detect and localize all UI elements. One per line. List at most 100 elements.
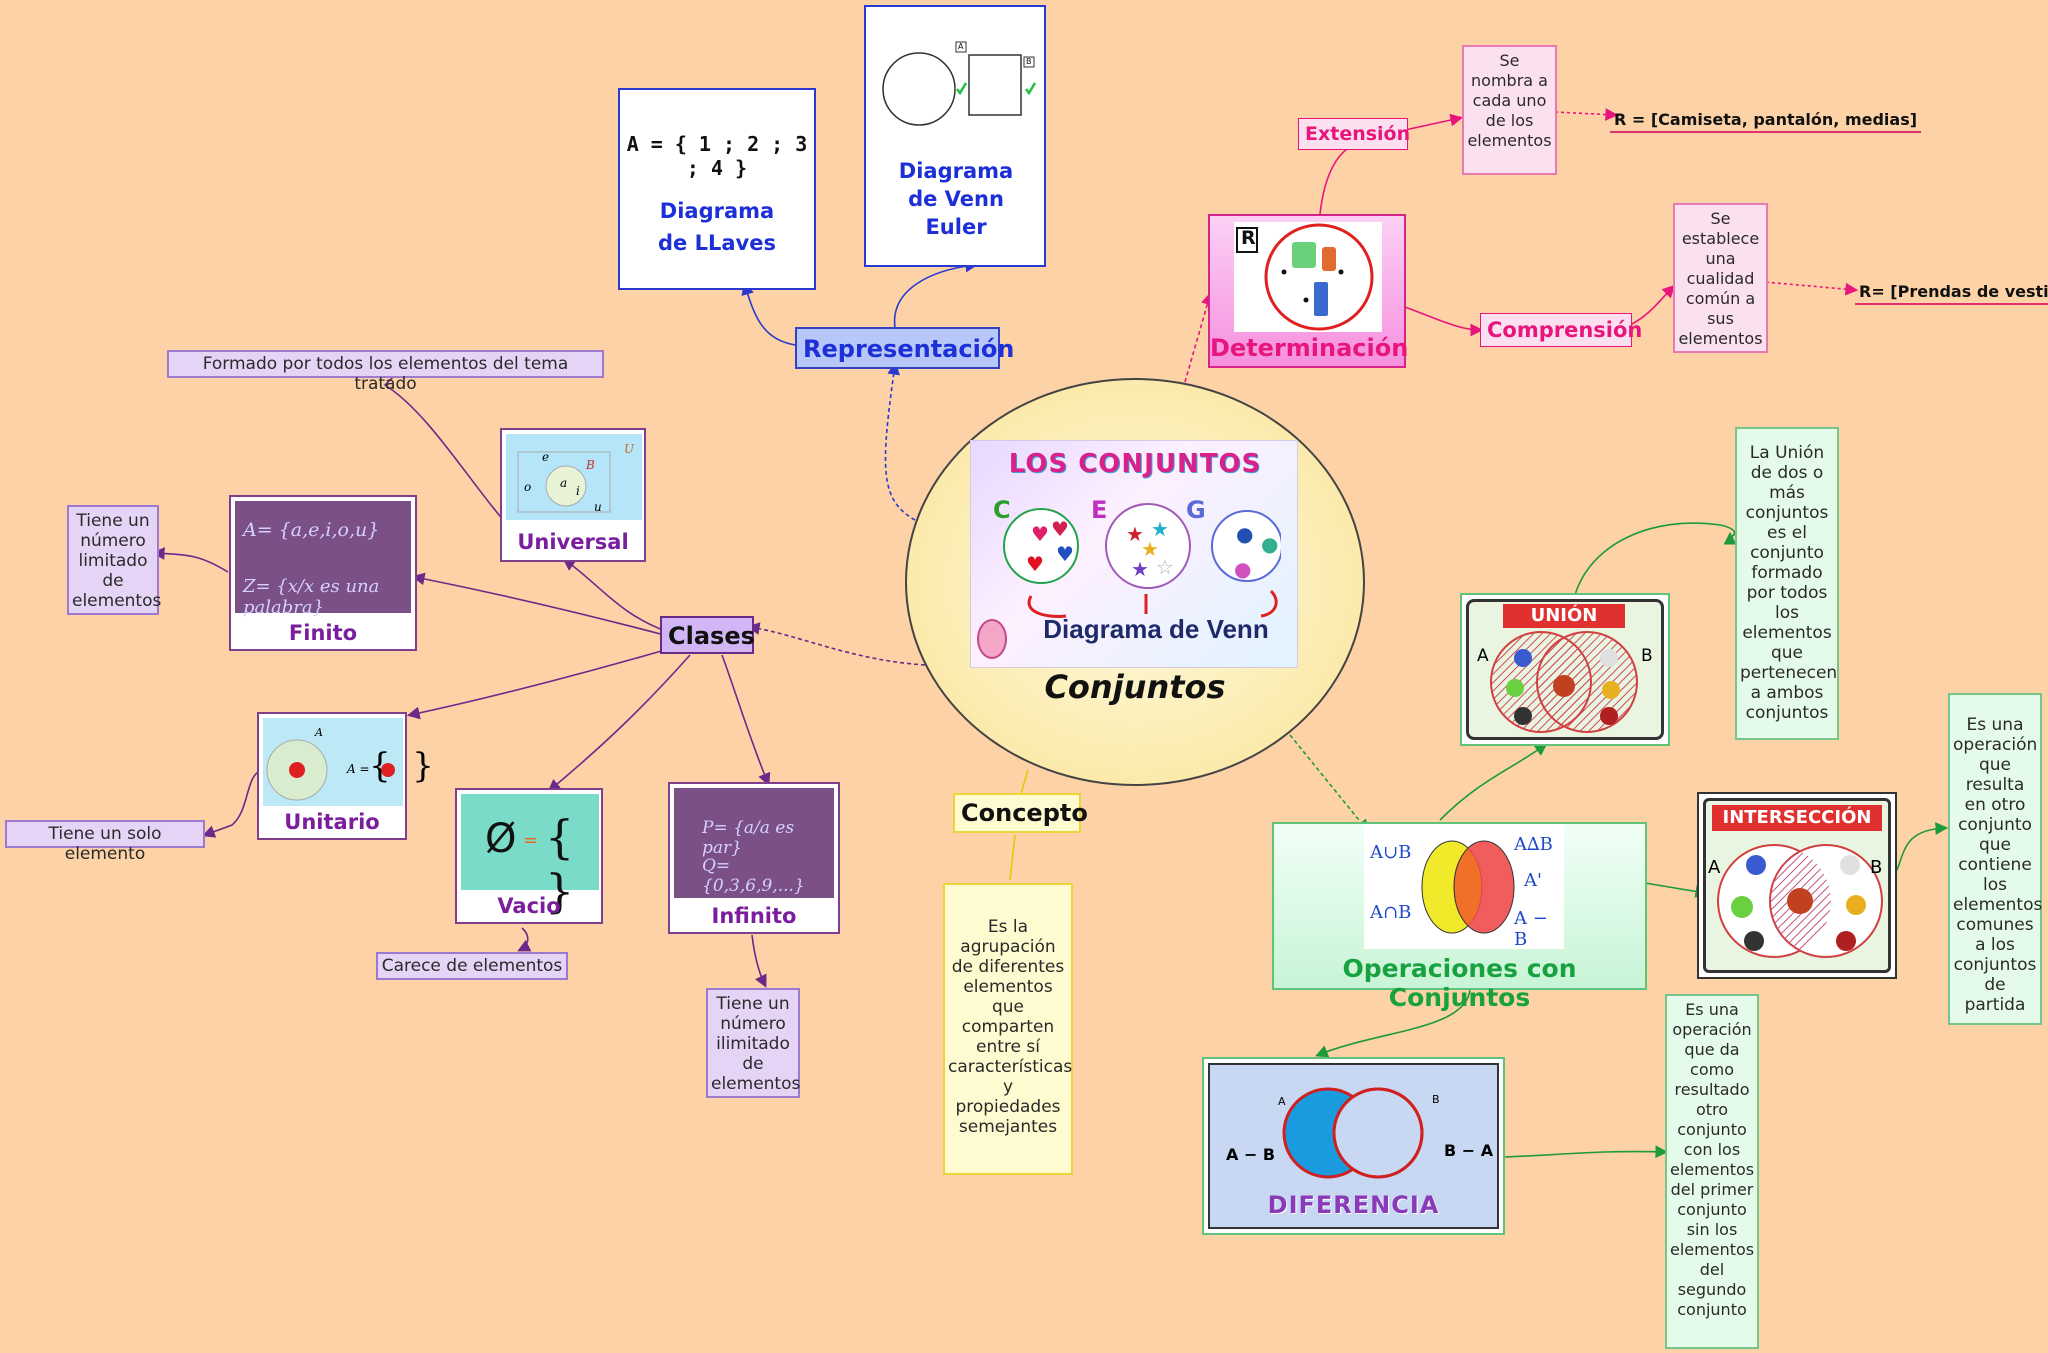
- finito-math: A= {a,e,i,o,u} Z= {x/x es una palabra}: [235, 501, 411, 618]
- determinacion-card[interactable]: R Determinación: [1208, 214, 1409, 368]
- interseccion-venn: [1717, 844, 1883, 958]
- universal-letter-e: e: [542, 450, 550, 464]
- universal-letter-i: i: [576, 484, 580, 498]
- diferencia-card[interactable]: A B A − B B − A DIFERENCIA: [1202, 1057, 1505, 1235]
- infinito-card[interactable]: P= {a/a es par} Q= {0,3,6,9,...} Infinit…: [668, 782, 840, 934]
- central-title: Conjuntos: [1044, 668, 1226, 706]
- svg-text:★: ★: [1131, 557, 1149, 581]
- heart-icons: ♥♥♥♥: [1026, 517, 1074, 576]
- unitario-note: Tiene un solo elemento: [5, 820, 205, 864]
- operaciones-card[interactable]: A∪B A∩B A∆B A' A − B Operaciones con Con…: [1272, 822, 1647, 1012]
- owl-icon: [977, 619, 1007, 659]
- universal-note: Formado por todos los elementos del tema…: [167, 350, 604, 394]
- vacio-note: Carece de elementos: [376, 952, 568, 980]
- concepto-node[interactable]: Concepto: [953, 793, 1088, 833]
- interseccion-label-b: B: [1870, 857, 1883, 878]
- diferencia-left-label: A − B: [1226, 1145, 1276, 1164]
- set-letter-c: C: [993, 496, 1011, 524]
- apple-icon: [289, 762, 305, 778]
- vacio-image: Ø = { }: [461, 794, 599, 918]
- llaves-card[interactable]: A = { 1 ; 2 ; 3 ; 4 } Diagrama de LLaves: [618, 88, 816, 290]
- llaves-title: Diagrama de LLaves: [658, 199, 776, 255]
- comprension-note: Se establece una cualidad común a sus el…: [1673, 203, 1768, 353]
- operaciones-image: A∪B A∩B A∆B A' A − B: [1364, 824, 1564, 950]
- union-image: UNIÓN A B: [1466, 599, 1664, 740]
- venn-euler-card[interactable]: A B Diagrama de Venn Euler: [864, 5, 1046, 267]
- infinito-math: P= {a/a es par} Q= {0,3,6,9,...}: [674, 788, 834, 898]
- universal-venn: [517, 451, 611, 513]
- union-card[interactable]: UNIÓN A B: [1460, 593, 1670, 746]
- finito-card[interactable]: A= {a,e,i,o,u} Z= {x/x es una palabra} F…: [229, 495, 417, 651]
- infinito-formula-2: Q= {0,3,6,9,...}: [702, 856, 805, 896]
- svg-text:♥: ♥: [1056, 542, 1074, 566]
- extension-example: R = [Camiseta, pantalón, medias]: [1610, 110, 1922, 133]
- interseccion-card[interactable]: INTERSECCIÓN A B: [1697, 792, 1897, 979]
- svg-text:●: ●: [1261, 532, 1278, 556]
- union-title: UNIÓN: [1503, 604, 1625, 628]
- unitario-label: Unitario: [284, 810, 380, 834]
- comprension-example: R= [Prendas de vestir]: [1855, 282, 2048, 305]
- set-letter-e: E: [1091, 496, 1108, 524]
- representacion-node[interactable]: Representación: [795, 327, 1014, 369]
- vacio-card[interactable]: Ø = { } Vacio: [455, 788, 603, 924]
- comprension-node[interactable]: Comprensión: [1480, 313, 1642, 347]
- central-image: LOS CONJUNTOS ♥♥♥♥ ★★★★☆ ● ● ● C E G Diagr…: [970, 440, 1298, 668]
- finito-formula-1: A= {a,e,i,o,u}: [243, 519, 380, 541]
- universal-image: e B U o a i u: [506, 434, 642, 520]
- union-label-a: A: [1477, 646, 1489, 666]
- ball-icon: [1514, 649, 1532, 667]
- central-banner: LOS CONJUNTOS: [1008, 449, 1262, 479]
- svg-text:♥: ♥: [1051, 517, 1069, 541]
- finito-label: Finito: [288, 621, 358, 645]
- svg-text:★: ★: [1151, 517, 1169, 541]
- vacio-label: Vacio: [497, 894, 561, 918]
- venn-label-a: A: [958, 42, 964, 51]
- pants-icon: [1314, 282, 1328, 316]
- op-symbol-union: A∪B: [1370, 842, 1412, 863]
- diferencia-venn: [1282, 1087, 1424, 1179]
- operaciones-label: Operaciones con Conjuntos: [1342, 954, 1577, 1012]
- shirt-icon: [1292, 242, 1316, 268]
- union-label-b: B: [1641, 646, 1653, 666]
- determinacion-label: Determinación: [1210, 334, 1409, 362]
- svg-text:●: ●: [1234, 557, 1251, 581]
- drop-icons: ● ● ●: [1234, 522, 1278, 581]
- universal-card[interactable]: e B U o a i u Universal: [500, 428, 646, 562]
- universal-letter-o: o: [524, 480, 532, 494]
- diferencia-right-label: B − A: [1444, 1141, 1494, 1160]
- universal-letter-b: B: [586, 458, 595, 472]
- diferencia-image: A B A − B B − A DIFERENCIA: [1208, 1063, 1499, 1229]
- vacio-braces: { }: [545, 810, 575, 918]
- op-symbol-complemento: A': [1524, 870, 1542, 891]
- concepto-note: Es la agrupación de diferentes elementos…: [943, 883, 1073, 1175]
- diferencia-a: A: [1278, 1095, 1286, 1108]
- finito-note: Tiene un número limitado de elementos: [67, 505, 161, 615]
- clothes-set-diagram: [1236, 223, 1374, 331]
- diferencia-title: DIFERENCIA: [1267, 1191, 1440, 1219]
- unitario-venn: [266, 739, 395, 801]
- venn-sets-illustration: ♥♥♥♥ ★★★★☆ ● ● ●: [1003, 503, 1281, 618]
- interseccion-label-a: A: [1708, 857, 1721, 878]
- diferencia-note: Es una operación que da como resultado o…: [1665, 994, 1759, 1349]
- interseccion-image: INTERSECCIÓN A B: [1703, 798, 1891, 973]
- venn-euler-title: Diagrama de Venn Euler: [898, 159, 1014, 239]
- unitario-letter: A: [315, 726, 323, 739]
- set-letter-g: G: [1186, 496, 1206, 524]
- universal-letter-u: U: [624, 442, 635, 456]
- unitario-brace-icon: { }: [369, 746, 434, 786]
- infinito-note: Tiene un número ilimitado de elementos: [706, 988, 800, 1098]
- svg-text:♥: ♥: [1031, 522, 1049, 546]
- svg-text:●: ●: [1236, 522, 1253, 546]
- determinacion-image: R: [1234, 222, 1382, 332]
- llaves-formula: A = { 1 ; 2 ; 3 ; 4 }: [626, 132, 808, 180]
- clases-node[interactable]: Clases: [660, 616, 755, 654]
- central-caption: Diagrama de Venn: [1043, 614, 1269, 644]
- svg-text:★: ★: [1141, 537, 1159, 561]
- unitario-card[interactable]: A A = { } Unitario: [257, 712, 434, 840]
- interseccion-title: INTERSECCIÓN: [1712, 805, 1882, 831]
- svg-text:☆: ☆: [1156, 555, 1174, 579]
- star-icons: ★★★★☆: [1126, 517, 1174, 581]
- extension-node[interactable]: Extensión: [1298, 118, 1410, 150]
- socks-icon: [1322, 247, 1336, 271]
